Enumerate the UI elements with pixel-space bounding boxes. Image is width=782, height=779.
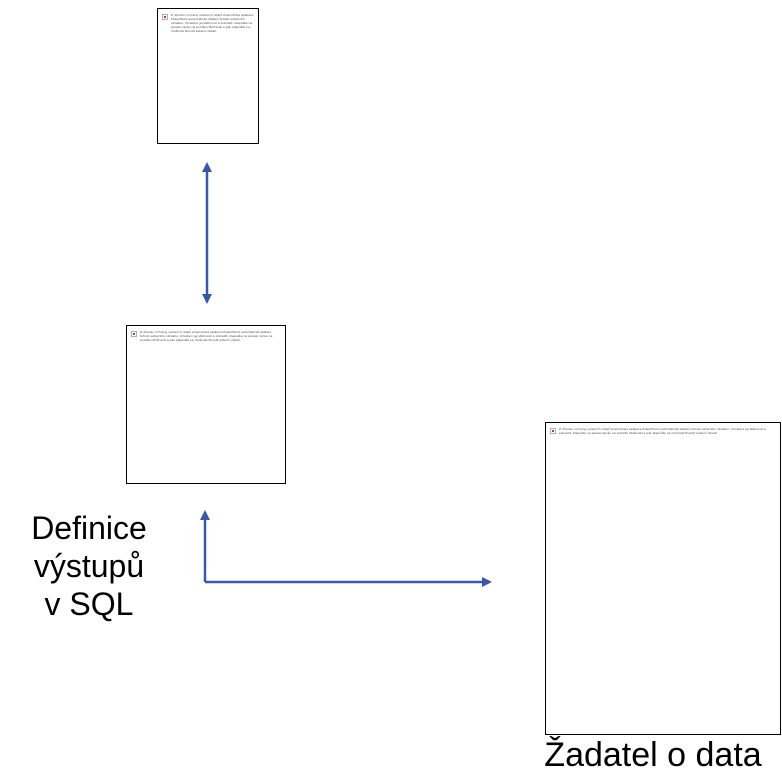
broken-image-icon xyxy=(162,14,168,20)
image-placeholder-text: Z důvodu ochrany osobních údajů znemožni… xyxy=(171,13,254,33)
image-placeholder-text: Z důvodu ochrany osobních údajů znemožni… xyxy=(559,427,766,435)
top-image-frame: Z důvodu ochrany osobních údajů znemožni… xyxy=(157,8,259,144)
right-image-frame: Z důvodu ochrany osobních údajů znemožni… xyxy=(545,422,781,735)
middle-caption-line1: Definice xyxy=(31,510,147,546)
middle-caption-line3: v SQL xyxy=(44,586,134,622)
broken-image-icon xyxy=(131,331,137,337)
image-placeholder-text: Z důvodu ochrany osobních údajů znemožni… xyxy=(140,330,273,342)
right-caption: Žadatel o data xyxy=(544,736,762,774)
broken-image-icon xyxy=(550,428,556,434)
middle-image-frame: Z důvodu ochrany osobních údajů znemožni… xyxy=(126,325,286,484)
middle-caption: Definice výstupů v SQL xyxy=(0,509,178,623)
middle-caption-line2: výstupů xyxy=(33,548,145,584)
